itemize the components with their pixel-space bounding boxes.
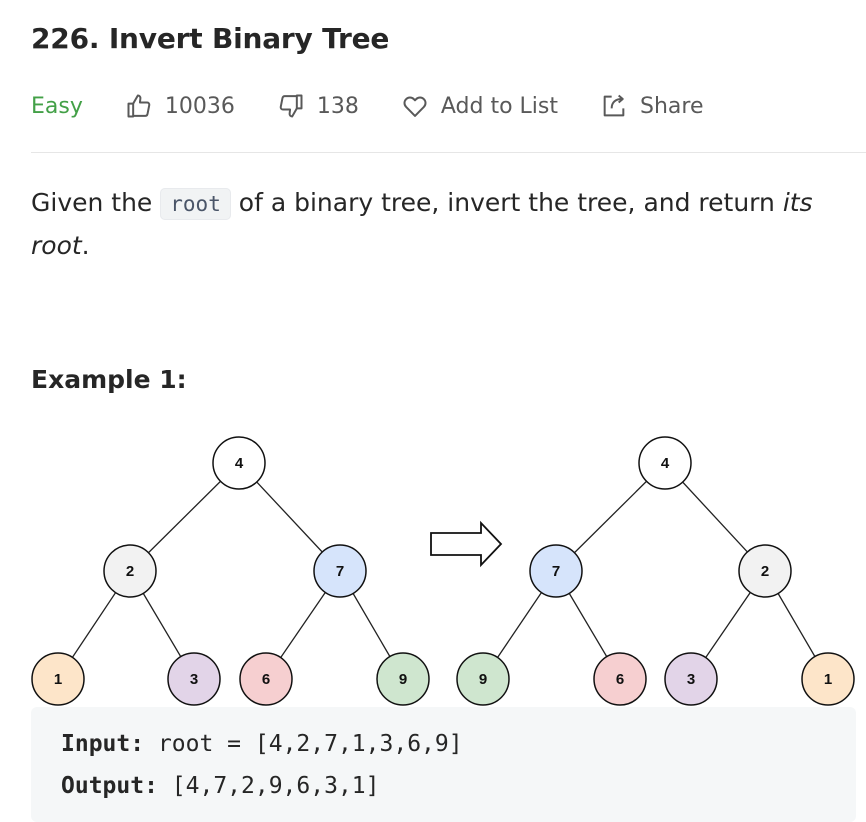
tree-node-label: 3 (190, 671, 198, 688)
description-text: Given the (31, 188, 161, 217)
problem-title: 226. Invert Binary Tree (31, 22, 390, 55)
tree-nodes: 4 2 7 1 3 6 9 4 7 2 9 6 3 1 (31, 436, 855, 706)
tree-node-label: 7 (552, 563, 560, 580)
tree-node-label: 3 (687, 671, 695, 688)
tree-node-inverted-7 (529, 544, 583, 598)
problem-meta-bar: Easy 10036 138 Add to List Share (31, 88, 704, 124)
tree-node-original-6 (239, 652, 293, 706)
output-value: [4,7,2,9,6,3,1] (157, 773, 380, 799)
like-count: 10036 (164, 93, 235, 119)
input-label: Input: (61, 731, 145, 757)
output-label: Output: (61, 773, 158, 799)
share-button[interactable]: Share (600, 92, 704, 120)
tree-node-label: 9 (479, 671, 487, 688)
thumbs-up-icon (127, 94, 151, 118)
tree-node-label: 6 (616, 671, 624, 688)
dislike-count: 138 (316, 93, 359, 119)
tree-node-label: 1 (54, 671, 62, 688)
tree-node-label: 2 (761, 563, 769, 580)
share-label: Share (640, 93, 704, 119)
share-icon (603, 94, 625, 117)
tree-edges (57, 462, 829, 680)
problem-description: Given the root of a binary tree, invert … (31, 182, 841, 267)
input-value: root = [4,2,7,1,3,6,9] (144, 731, 463, 757)
tree-node-original-1 (31, 652, 85, 706)
tree-node-label: 2 (126, 563, 134, 580)
tree-node-label: 4 (661, 455, 670, 472)
description-emphasis: its root (31, 188, 813, 260)
tree-node-inverted-3 (664, 652, 718, 706)
arrow-right-icon (430, 520, 503, 568)
difficulty-badge: Easy (31, 93, 83, 119)
tree-node-inverted-9 (456, 652, 510, 706)
dislike-button[interactable]: 138 (277, 92, 359, 120)
description-text: . (81, 231, 90, 260)
tree-node-original-3 (167, 652, 221, 706)
tree-node-original-7 (313, 544, 367, 598)
tree-node-label: 9 (399, 671, 407, 688)
example-title: Example 1: (31, 365, 187, 394)
tree-node-label: 7 (336, 563, 344, 580)
example-output-line: Output: [4,7,2,9,6,3,1] (61, 773, 380, 799)
tree-node-inverted-6 (593, 652, 647, 706)
tree-node-inverted-2 (738, 544, 792, 598)
inline-code-root: root (160, 188, 231, 220)
tree-diagram: 4 2 7 1 3 6 9 4 7 2 9 6 3 1 (31, 436, 855, 706)
description-text: of a binary tree, invert the tree, and r… (230, 188, 783, 217)
tree-node-inverted-4 (638, 436, 692, 490)
heart-icon (403, 96, 427, 117)
tree-node-label: 4 (235, 455, 244, 472)
tree-node-inverted-1 (801, 652, 855, 706)
add-to-list-button[interactable]: Add to List (401, 92, 558, 120)
tree-node-original-9 (376, 652, 430, 706)
example-input-line: Input: root = [4,2,7,1,3,6,9] (61, 731, 463, 757)
tree-node-label: 6 (262, 671, 270, 688)
thumbs-down-icon (279, 94, 303, 118)
example-io-box: Input: root = [4,2,7,1,3,6,9] Output: [4… (31, 707, 856, 822)
like-button[interactable]: 10036 (125, 92, 235, 120)
tree-node-label: 1 (824, 671, 832, 688)
add-to-list-label: Add to List (440, 93, 558, 119)
header-divider (31, 152, 866, 153)
tree-node-original-4 (212, 436, 266, 490)
tree-node-original-2 (103, 544, 157, 598)
